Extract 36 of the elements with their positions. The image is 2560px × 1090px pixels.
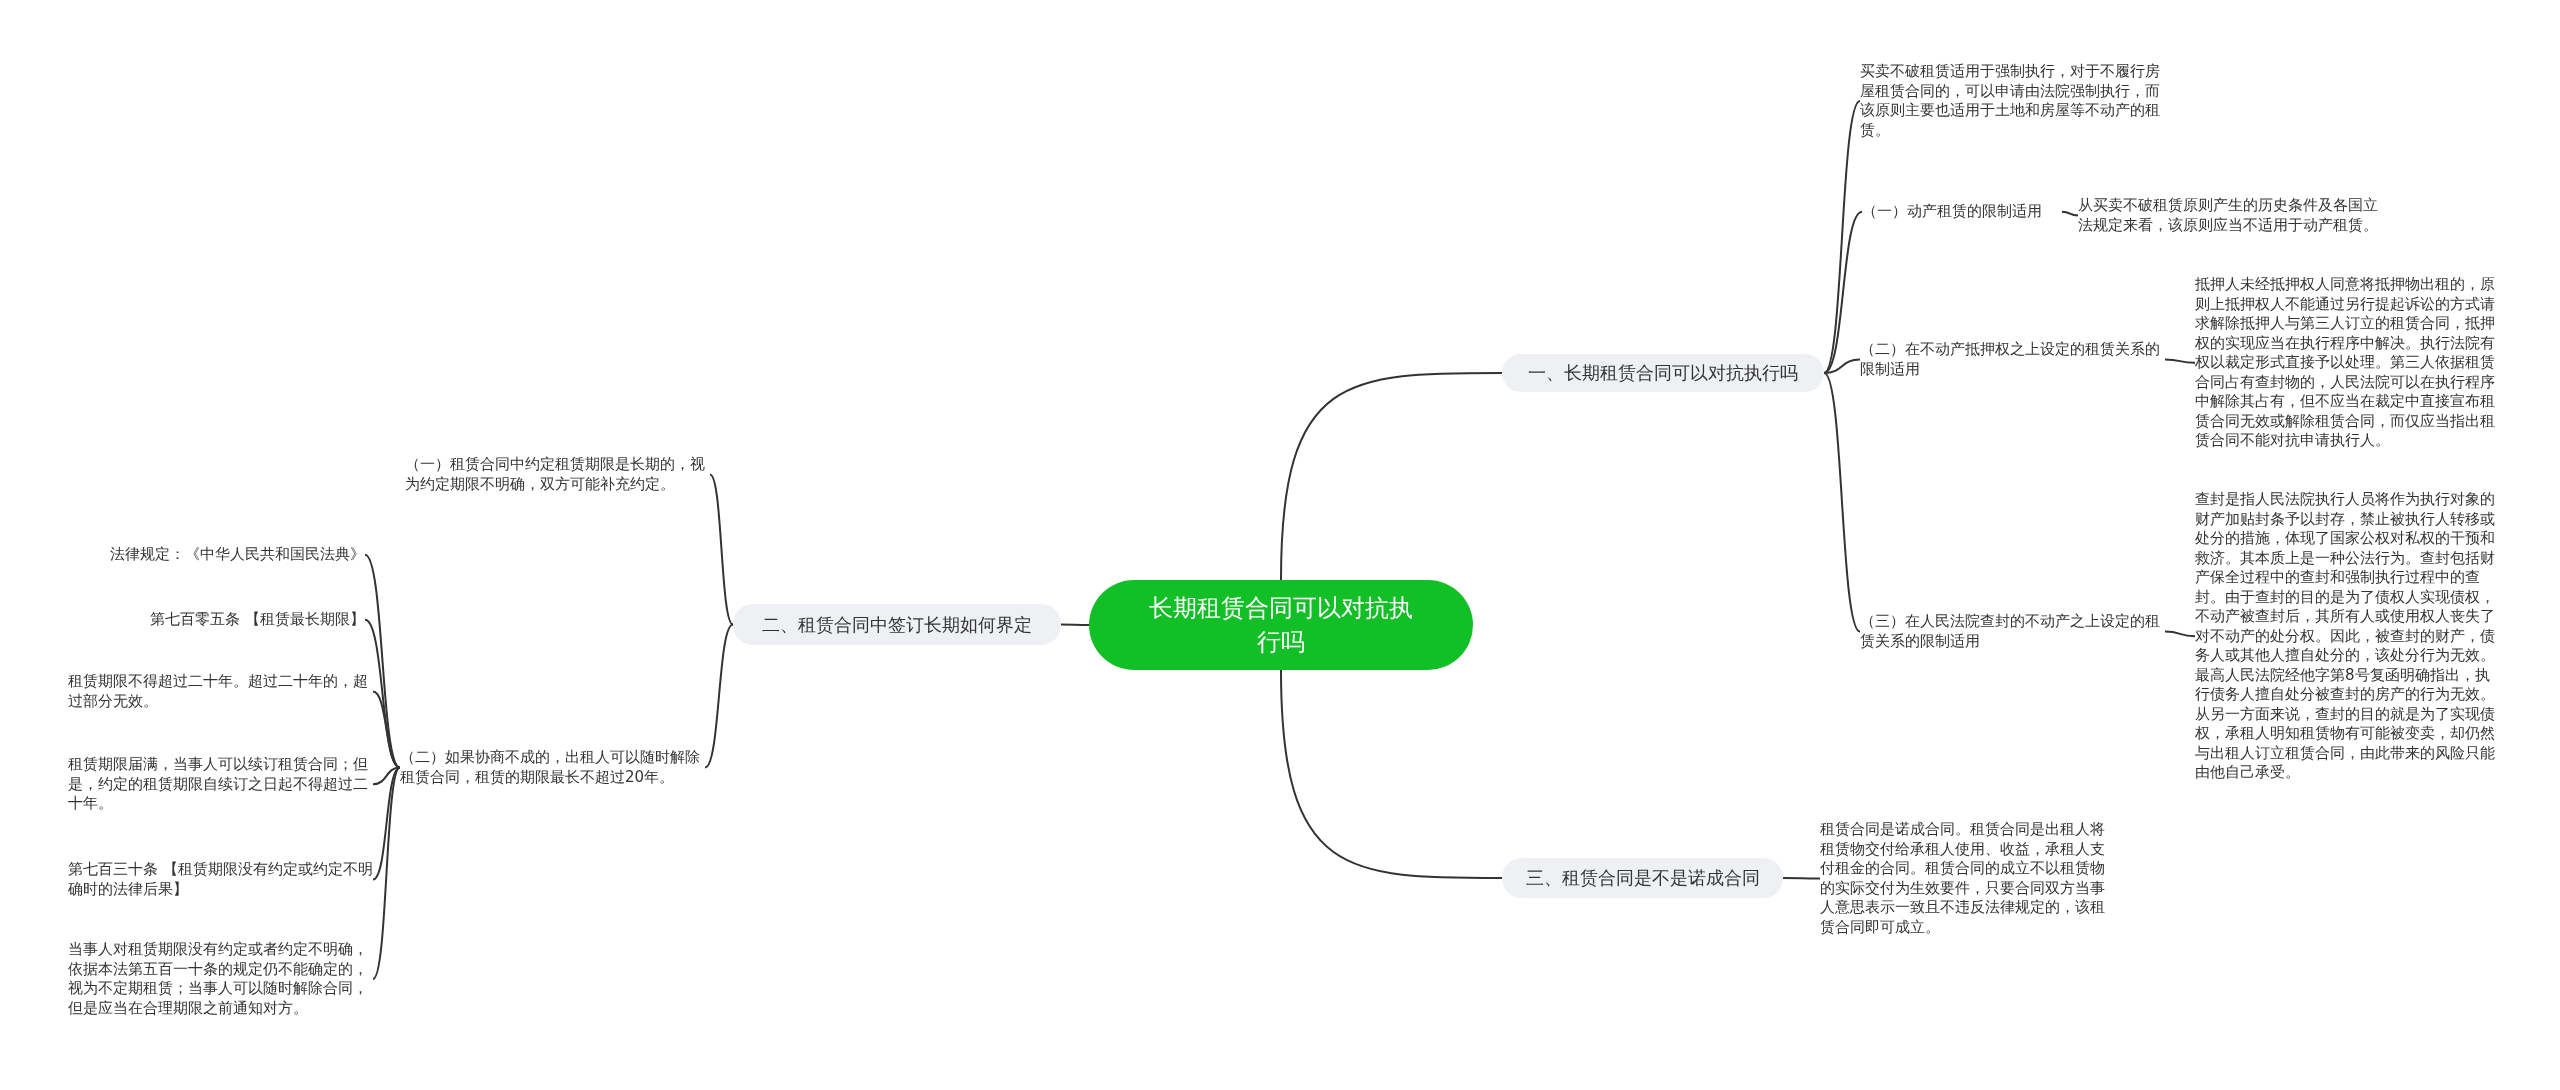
connector-line	[372, 766, 401, 980]
connector-line	[1280, 372, 1503, 581]
note-text: （一）动产租赁的限制适用	[1862, 202, 2062, 222]
note-text: 租赁期限不得超过二十年。超过二十年的，超过部分无效。	[68, 672, 373, 711]
connector-line	[1280, 669, 1503, 879]
note-text: 买卖不破租赁适用于强制执行，对于不履行房屋租赁合同的，可以申请由法院强制执行，而该原则主要也适用于土地和房屋等不动产的租赁。	[1860, 62, 2170, 140]
connector-line	[2164, 358, 2196, 364]
connector-line	[1823, 100, 1861, 374]
branch-pill: 三、租赁合同是不是诺成合同	[1502, 858, 1783, 898]
connector-line	[372, 690, 401, 769]
note-text: 租赁合同是诺成合同。租赁合同是出租人将租赁物交付给承租人使用、收益，承租人支付租金的合同。租赁合同的成立不以租赁物的实际交付为生效要件，只要合同双方当事人意思表示一致且不违反法律规定的，该租赁合同即可成立。	[1820, 820, 2110, 937]
note-text: 从买卖不破租赁原则产生的历史条件及各国立法规定来看，该原则应当不适用于动产租赁。	[2078, 196, 2388, 235]
connector-line	[1823, 372, 1861, 633]
connector-line	[2164, 630, 2196, 638]
note-text: 第七百三十条 【租赁期限没有约定或约定不明确时的法律后果】	[68, 860, 373, 899]
note-text: （二）在不动产抵押权之上设定的租赁关系的限制适用	[1860, 340, 2165, 379]
connector-line	[1782, 877, 1821, 880]
note-text: （三）在人民法院查封的不动产之上设定的租赁关系的限制适用	[1860, 612, 2165, 651]
note-text: 查封是指人民法院执行人员将作为执行对象的财产加贴封条予以封存，禁止被执行人转移或处分的措施，体现了国家公权对私权的干预和救济。其本质上是一种公法行为。查封包括财产保全过程中的查封和强制执行过程中的查封。由于查封的目的是为了债权人实现债权，不动产被查封后，其所有人或使用权人丧失了对不动产的处分权。因此，被查封的财产，债务人或其他人擅自处分的，该处分行为无效。最高人民法院经他字第8号复函明确指出，执行债务人擅自处分被查封的房产的行为无效。从另一方面来说，查封的目的就是为了实现债权，承租人明知租赁物有可能被变卖，却仍然与出租人订立租赁合同，由此带来的风险只能由他自己承受。	[2195, 490, 2500, 783]
connector-line	[709, 473, 734, 626]
connector-line	[1060, 623, 1090, 626]
note-text: 第七百零五条 【租赁最长期限】	[55, 610, 365, 630]
note-text: （二）如果协商不成的，出租人可以随时解除租赁合同，租赁的期限最长不超过20年。	[400, 748, 705, 787]
connector-line	[704, 623, 734, 769]
branch-pill: 一、长期租赁合同可以对抗执行吗	[1502, 354, 1824, 392]
note-text: 法律规定：《中华人民共和国民法典》	[55, 545, 365, 565]
connector-line	[372, 766, 401, 881]
note-text: 抵押人未经抵押权人同意将抵押物出租的，原则上抵押权人不能通过另行提起诉讼的方式请求解除抵押人与第三人订立的租赁合同，抵押权的实现应当在执行程序中解决。执行法院有权以裁定形式直接予以处理。第三人依据租赁合同占有查封物的，人民法院可以在执行程序中解除其占有，但不应当在裁定中直接宣布租赁合同无效或解除租赁合同，而仅应当指出租赁合同不能对抗申请执行人。	[2195, 275, 2500, 451]
topic-pill: 长期租赁合同可以对抗执行吗	[1089, 580, 1473, 670]
note-text: （一）租赁合同中约定租赁期限是长期的，视为约定期限不明确，双方可能补充约定。	[405, 455, 710, 494]
connector-line	[2061, 210, 2079, 217]
note-text: 租赁期限届满，当事人可以续订租赁合同；但是，约定的租赁期限自续订之日起不得超过二十年。	[68, 755, 373, 814]
connector-line	[1823, 358, 1861, 374]
branch-pill: 二、租赁合同中签订长期如何界定	[733, 604, 1061, 645]
connector-line	[1823, 210, 1863, 374]
note-text: 当事人对租赁期限没有约定或者约定不明确，依据本法第五百一十条的规定仍不能确定的，视为不定期租赁；当事人可以随时解除合同，但是应当在合理期限之前通知对方。	[68, 940, 373, 1018]
